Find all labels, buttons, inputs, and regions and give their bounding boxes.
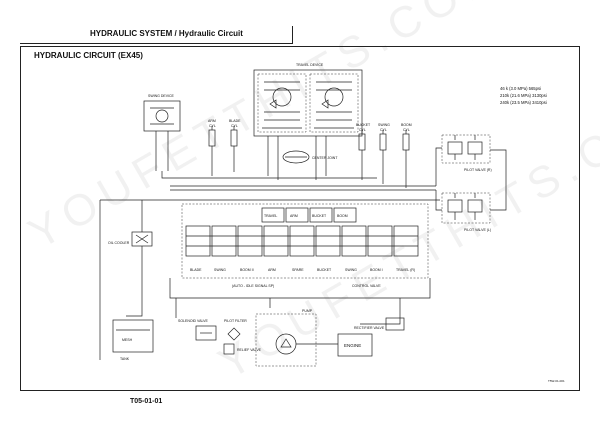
bucket-cyl-label: BUCKET [356, 123, 371, 127]
travel-device-label: TRAVEL DEVICE [296, 63, 324, 67]
pilot-valve-l-label: PILOT VALVE (L) [464, 228, 491, 232]
arm-cylinder: ARM CYL [208, 119, 216, 147]
oil-cooler-label: OIL COOLER [108, 241, 130, 245]
control-valve: TRAVEL ARM BUCKET BOOM BLADE SWING BOOM … [181, 203, 429, 288]
rectifier-valve-label: RECTIFIER VALVE [354, 326, 385, 330]
spool-row [185, 225, 419, 257]
spool-label: BLADE [190, 268, 202, 272]
blade-cyl-label: BLADE [229, 119, 241, 123]
mesh-label: MESH [122, 338, 133, 342]
bucket-cylinder: BUCKET CYL [356, 123, 371, 151]
circuit-title: HYDRAULIC CIRCUIT (EX45) [34, 51, 143, 60]
blade-cylinder: BLADE CYL [229, 119, 241, 147]
pilot-filter-label: PILOT FILTER [224, 319, 247, 323]
engine: ENGINE [337, 333, 373, 357]
svg-text:CYL: CYL [359, 128, 366, 132]
spool-label: TRAVEL (R) [396, 268, 415, 272]
spec-line: 46 k (3.0 MPa) 565psi [500, 86, 541, 91]
boom-cyl-label: BOOM [401, 123, 412, 127]
auto-idle-label: (AUTO - IDLE SIGNAL SP) [232, 284, 274, 288]
pilot-valve-r-label: PILOT VALVE (R) [464, 168, 492, 172]
relief-valve-label: RELIEF VALVE [237, 348, 262, 352]
relief-valve: RELIEF VALVE [223, 343, 262, 355]
spool-label: BUCKET [317, 268, 332, 272]
diagram-frame [20, 46, 580, 391]
spec-line: 210k (21.6 MPa) 3130psi [500, 93, 547, 98]
upper-spool-label: TRAVEL [264, 214, 277, 218]
swing-device: SWING DEVICE [143, 94, 181, 171]
header-title: HYDRAULIC SYSTEM / Hydraulic Circuit [90, 29, 243, 38]
upper-spool-label: ARM [290, 214, 298, 218]
svg-text:CYL: CYL [403, 128, 410, 132]
arm-cyl-label: ARM [208, 119, 216, 123]
spool-label: SWING [214, 268, 226, 272]
engine-label: ENGINE [344, 343, 361, 348]
upper-spool-label: BOOM [337, 214, 348, 218]
control-valve-label: CONTROL VALVE [352, 284, 381, 288]
spec-line: 240k (23.5 MPa) 3410psi [500, 100, 547, 105]
pump-label: PUMP [302, 309, 313, 313]
svg-text:CYL: CYL [231, 124, 238, 128]
pilot-valve-l: PILOT VALVE (L) [441, 192, 491, 232]
lower-pipes [126, 276, 431, 325]
tank: MESH TANK [112, 319, 154, 361]
spool-label: BOOM II [240, 268, 254, 272]
oil-cooler: OIL COOLER [108, 200, 153, 276]
reference-code: T5W-01-001 [548, 379, 565, 383]
pilot-filter: PILOT FILTER [224, 319, 247, 341]
pressure-specs: 46 k (3.0 MPa) 565psi 210k (21.6 MPa) 31… [500, 86, 547, 105]
pipe-network [99, 136, 507, 360]
spool-label: BOOM I [370, 268, 383, 272]
swing-cylinder: SWING CYL [378, 123, 390, 151]
pump: PUMP [255, 309, 338, 367]
page-code: T05-01-01 [130, 398, 163, 405]
svg-text:CYL: CYL [209, 124, 216, 128]
solenoid-valve-label: SOLENOID VALVE [178, 319, 208, 323]
center-joint-label: CENTER JOINT [312, 156, 338, 160]
upper-spool-label: BUCKET [312, 214, 327, 218]
svg-text:CYL: CYL [380, 128, 387, 132]
swing-cyl-label: SWING [378, 123, 390, 127]
spool-label: ARM [268, 268, 276, 272]
header-box: HYDRAULIC SYSTEM / Hydraulic Circuit [20, 26, 293, 44]
rectifier-valve: RECTIFIER VALVE [354, 317, 405, 331]
tank-label: TANK [120, 357, 130, 361]
upper-spools: TRAVEL ARM BUCKET BOOM [261, 207, 357, 223]
spool-label: SWING [345, 268, 357, 272]
spool-label: SPARE [292, 268, 304, 272]
swing-device-label: SWING DEVICE [148, 94, 175, 98]
travel-device: TRAVEL DEVICE [253, 63, 363, 137]
center-joint: CENTER JOINT [282, 150, 338, 164]
pilot-valve-r: PILOT VALVE (R) [441, 134, 492, 172]
solenoid-valve: SOLENOID VALVE [178, 319, 217, 341]
boom-cylinder: BOOM CYL [401, 123, 412, 151]
